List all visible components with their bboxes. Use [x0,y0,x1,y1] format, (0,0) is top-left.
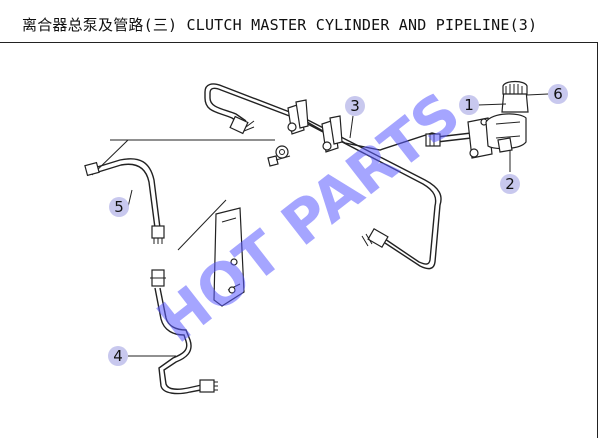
callout-2: 2 [500,174,520,194]
clutch-master-cylinder [425,80,529,159]
callout-4: 4 [108,346,128,366]
svg-text:4: 4 [113,347,123,365]
page-title: 离合器总泵及管路(三) CLUTCH MASTER CYLINDER AND P… [22,16,538,34]
callout-6: 6 [548,84,568,104]
svg-text:5: 5 [114,198,124,216]
callout-3: 3 [345,96,365,116]
callout-5: 5 [109,197,129,217]
leader-5 [127,189,133,208]
svg-text:3: 3 [350,97,360,115]
leader-3 [349,115,354,139]
svg-text:2: 2 [505,175,515,193]
svg-text:1: 1 [464,96,474,114]
flexible-hose-5 [84,158,165,244]
callout-1: 1 [459,95,479,115]
leader-1 [477,103,507,106]
leader-6 [526,93,549,96]
pipeline-3 [204,83,442,270]
svg-text:6: 6 [553,85,563,103]
diagram-frame [0,42,598,438]
guide-line [177,199,227,251]
pipeline-4 [150,269,218,395]
hose-bracket [213,207,245,307]
